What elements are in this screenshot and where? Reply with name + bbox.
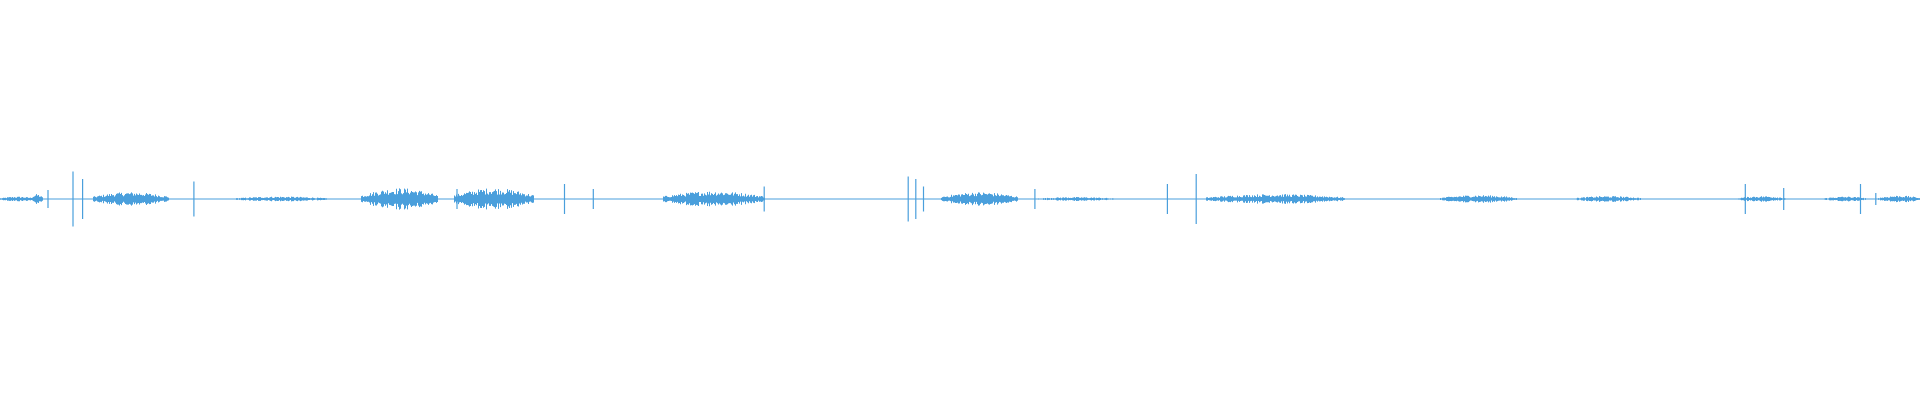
waveform-trace [0,188,1920,210]
waveform-transients [47,171,1877,227]
waveform-samples [0,188,1920,210]
